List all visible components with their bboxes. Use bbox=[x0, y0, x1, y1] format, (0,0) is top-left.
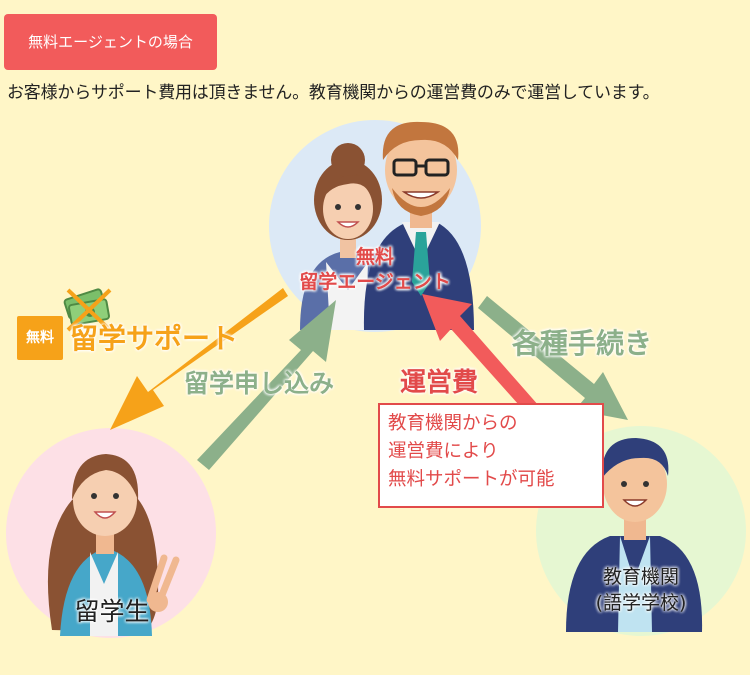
title-tag: 無料エージェントの場合 bbox=[4, 14, 217, 70]
money-crossed-icon bbox=[63, 288, 112, 332]
apply-flow-label: 留学申し込み bbox=[184, 369, 335, 398]
note-box: 教育機関からの 運営費により 無料サポートが可能 bbox=[378, 403, 604, 508]
agent-label-line2: 留学エージェント bbox=[299, 271, 451, 293]
note-line: 無料サポートが可能 bbox=[388, 469, 555, 490]
procedures-flow-label: 各種手続き bbox=[512, 327, 653, 360]
note-line: 教育機関からの bbox=[388, 413, 518, 434]
apply-arrow bbox=[197, 300, 336, 470]
school-label-line1: 教育機関 bbox=[602, 566, 679, 588]
school-illustration bbox=[566, 438, 703, 632]
note-line: 運営費により bbox=[388, 441, 499, 462]
procedures-arrow bbox=[478, 296, 628, 420]
support-arrow bbox=[110, 288, 288, 430]
fee-flow-label: 運営費 bbox=[400, 368, 479, 398]
fee-arrow bbox=[422, 294, 546, 424]
student-illustration bbox=[47, 454, 180, 636]
agent-man-illustration bbox=[363, 121, 474, 330]
student-label: 留学生 bbox=[74, 597, 150, 626]
lead-text: お客様からサポート費用は頂きません。教育機関からの運営費のみで運営しています。 bbox=[7, 83, 660, 103]
agent-label: 無料 留学エージェント bbox=[278, 245, 472, 295]
school-label: 教育機関 (語学学校) bbox=[566, 564, 716, 616]
free-badge: 無料 bbox=[17, 316, 63, 360]
support-flow-label: 留学サポート bbox=[70, 322, 239, 355]
school-label-line2: (語学学校) bbox=[595, 592, 687, 614]
agent-label-line1: 無料 bbox=[355, 246, 394, 268]
